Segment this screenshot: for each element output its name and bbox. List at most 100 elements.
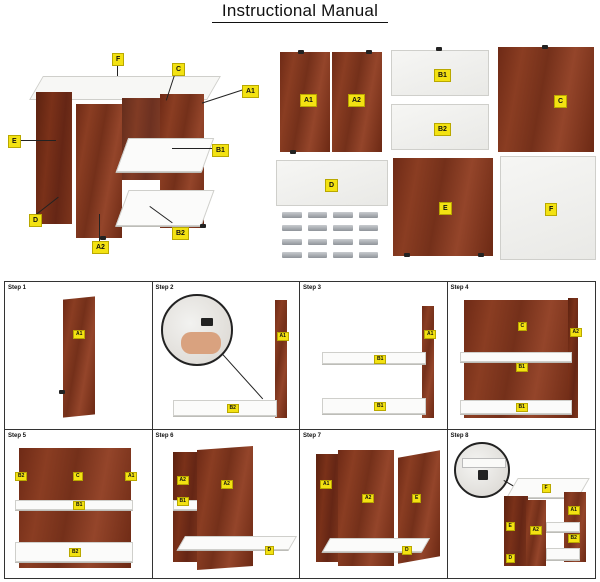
part-tag-e: E: [439, 202, 452, 215]
part-panel-f: F: [500, 156, 596, 260]
step-4-tag-c: C: [517, 322, 528, 331]
overview-tag-d: D: [29, 214, 43, 227]
step-1-panel: Step 1 A1: [5, 282, 153, 430]
screw: [333, 251, 353, 258]
overview-tag-f: F: [112, 53, 125, 66]
step-3-tag-b1-middle: B1: [374, 355, 387, 364]
part-tag-b2: B2: [434, 123, 451, 136]
manual-title: Instructional Manual: [221, 1, 379, 20]
screw: [307, 238, 327, 245]
step-7-panel: Step 7 A1 A2 E D: [300, 430, 448, 578]
screw: [333, 212, 353, 218]
step-7-tag-d: D: [402, 546, 412, 555]
steps-grid: Step 1 A1 Step 2 A1 B2 Step 3 B1 B1 A1 S…: [4, 281, 596, 579]
overview-tag-b2: B2: [172, 227, 189, 240]
step-2-tag-b2: B2: [226, 404, 239, 413]
overview-tag-a2: A2: [92, 241, 109, 254]
leader-line-a2: [99, 214, 100, 242]
step-8-bottom-shelf: [545, 548, 580, 560]
part-tag-c: C: [554, 95, 568, 108]
screw: [358, 225, 378, 232]
step-2-bottom-shelf: [172, 400, 277, 416]
step-8-label: Step 8: [450, 433, 469, 439]
part-panel-b1: B1: [391, 50, 489, 96]
step-8-tag-e: E: [505, 522, 515, 531]
screw: [282, 212, 302, 218]
cam-lock-hardware: [298, 50, 304, 54]
screw: [307, 212, 327, 218]
step-6-tag-b1: B1: [176, 497, 189, 506]
step-7-label: Step 7: [303, 433, 322, 439]
cam-lock-hardware: [200, 318, 213, 326]
part-panel-a1: A1: [280, 52, 330, 152]
part-panel-b2: B2: [391, 104, 489, 150]
step-7-bottom-panel: [321, 538, 431, 552]
title-underline: [212, 22, 388, 23]
step-8-tag-f: F: [541, 484, 551, 493]
leader-line-b1: [172, 148, 212, 149]
step-8-tag-a2: A2: [529, 526, 542, 535]
step-8-tag-a1: A1: [567, 506, 580, 515]
step-8-tag-d: D: [505, 554, 516, 563]
part-tag-a1: A1: [300, 94, 317, 107]
cam-lock-hardware: [366, 50, 372, 54]
cam-lock-hardware: [436, 47, 442, 51]
step-8-tag-b2: B2: [567, 534, 580, 543]
step-2-zoom-circle: [160, 294, 233, 366]
part-panel-d: D: [276, 160, 388, 206]
step-7-tag-a1: A1: [320, 480, 333, 489]
part-tag-f: F: [545, 203, 558, 216]
step-2-tag-a1: A1: [276, 332, 289, 341]
step-6-tag-a2-left: A2: [176, 476, 189, 485]
step-3-tag-b1-bottom: B1: [374, 402, 387, 411]
overview-tag-e: E: [8, 135, 21, 148]
step-6-front-panel: [196, 446, 253, 570]
step-2-label: Step 2: [155, 285, 174, 291]
step-1-tag-a1: A1: [73, 330, 86, 339]
overview-left-side: [36, 92, 72, 224]
step-6-bottom-panel: [176, 536, 297, 550]
screw: [282, 238, 302, 245]
leader-line-e: [18, 140, 56, 141]
step-8-zoom-circle: [453, 442, 510, 498]
step-4-label: Step 4: [450, 285, 469, 291]
part-panel-e: E: [393, 158, 493, 256]
cam-lock-hardware: [59, 390, 65, 394]
screw-set: [282, 212, 378, 262]
step-2-zoom-hand: [180, 332, 221, 354]
step-5-panel: Step 5 C B2 A1 B1 B2: [5, 430, 153, 578]
overview-middle-shelf: [115, 138, 215, 172]
screw: [282, 251, 302, 258]
overview-tag-c: C: [172, 63, 186, 76]
step-1-side-panel: [63, 296, 95, 418]
step-4-tag-a2: A2: [569, 328, 582, 337]
screw: [358, 212, 378, 218]
step-7-tag-a2: A2: [362, 494, 375, 503]
cam-lock-hardware: [477, 470, 488, 480]
part-tag-b1: B1: [434, 69, 451, 82]
step-5-tag-a1: A1: [125, 472, 138, 481]
part-panel-a2: A2: [332, 52, 382, 152]
overview-tag-b1: B1: [212, 144, 229, 157]
part-tag-a2: A2: [348, 94, 365, 107]
step-2-side-panel: [274, 300, 287, 418]
screw: [282, 225, 302, 232]
step-5-tag-b1: B1: [73, 501, 86, 510]
cam-lock-hardware: [290, 150, 296, 154]
cam-lock-hardware: [404, 253, 410, 257]
step-8-middle-shelf: [545, 522, 580, 532]
step-3-label: Step 3: [303, 285, 322, 291]
part-tag-d: D: [325, 179, 339, 192]
overview-bottom-shelf: [115, 190, 215, 226]
step-3-panel: Step 3 B1 B1 A1: [300, 282, 448, 430]
step-6-label: Step 6: [155, 433, 174, 439]
screw: [358, 238, 378, 245]
cam-lock-hardware: [542, 45, 548, 49]
overview-foot: [200, 224, 206, 228]
step-8-panel: Step 8 F E A1 A2 B2 D: [448, 430, 596, 578]
step-8-zoom-top-panel: [461, 458, 506, 468]
step-3-tag-a1: A1: [424, 330, 437, 339]
step-6-tag-a2-front: A2: [220, 480, 233, 489]
overview-foot: [100, 236, 106, 240]
screw: [307, 251, 327, 258]
